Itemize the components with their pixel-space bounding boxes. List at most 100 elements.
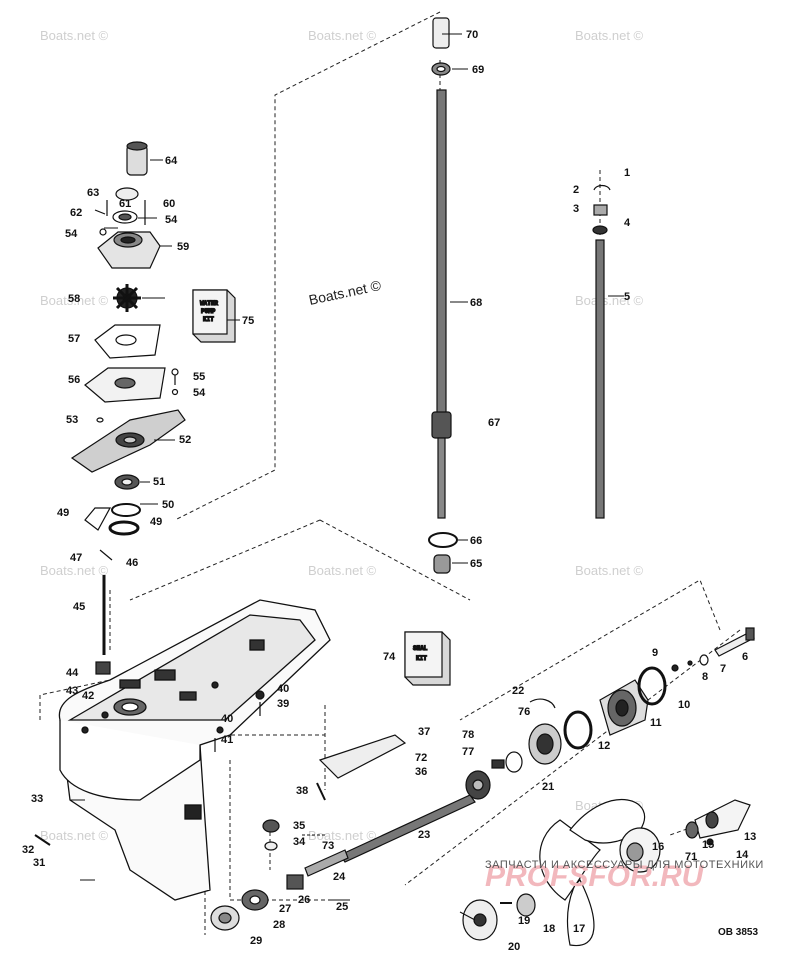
- callout-label-73: 73: [322, 840, 334, 852]
- callout-label-43: 43: [66, 685, 78, 697]
- footer: PROFSFOR.RU ЗАПЧАСТИ И АКСЕССУАРЫ ДЛЯ МО…: [485, 859, 764, 938]
- callout-label-64: 64: [165, 155, 178, 167]
- center-watermark: Boats.net ©: [307, 277, 383, 308]
- callout-label-14: 14: [736, 849, 749, 861]
- callout-label-23: 23: [418, 829, 430, 841]
- callout-label-32: 32: [22, 844, 34, 856]
- gearcase-housing: [58, 599, 331, 901]
- kit-label: PUMP: [201, 308, 216, 315]
- seal-kit-box: SEAL KIT: [404, 631, 451, 686]
- callout-label-1: 1: [624, 167, 630, 179]
- callout-label-16: 16: [652, 841, 664, 853]
- callout-leaders: [70, 33, 624, 921]
- callout-label-19: 19: [518, 915, 530, 927]
- trim-tab-part: [318, 734, 407, 779]
- callout-label-26: 26: [298, 894, 310, 906]
- callout-label-41: 41: [221, 734, 233, 746]
- watermark-text: Boats.net ©: [40, 828, 109, 843]
- callout-label-6: 6: [742, 651, 748, 663]
- footer-tagline: ЗАПЧАСТИ И АКСЕССУАРЫ ДЛЯ МОТОТЕХНИКИ: [485, 859, 764, 871]
- callout-label-70: 70: [466, 29, 478, 41]
- callout-label-60: 60: [163, 198, 175, 210]
- callout-label-47: 47: [70, 552, 82, 564]
- callout-label-55: 55: [193, 371, 205, 383]
- grommet-part: [115, 187, 139, 201]
- watermark-text: Boats.net ©: [575, 293, 644, 308]
- callout-label-15: 15: [702, 839, 714, 851]
- callout-label-68: 68: [470, 297, 482, 309]
- callout-label-46: 46: [126, 557, 138, 569]
- callout-label-51: 51: [153, 476, 165, 488]
- callout-label-42: 42: [82, 690, 94, 702]
- footer-brand: PROFSFOR.RU: [485, 860, 705, 893]
- callout-label-61: 61: [119, 198, 131, 210]
- callout-label-37: 37: [418, 726, 430, 738]
- callout-label-45: 45: [73, 601, 85, 613]
- watermark-text: Boats.net ©: [308, 828, 377, 843]
- callout-label-10: 10: [678, 699, 690, 711]
- callout-label-67: 67: [488, 417, 500, 429]
- kit-label: KIT: [203, 316, 214, 323]
- callout-label-63: 63: [87, 187, 99, 199]
- callout-label-4: 4: [624, 217, 631, 229]
- callout-label-59: 59: [177, 241, 189, 253]
- callout-label-54: 54: [65, 228, 78, 240]
- callout-label-54: 54: [193, 387, 206, 399]
- callout-label-24: 24: [333, 871, 346, 883]
- propeller-nut-cone-part: [694, 799, 751, 839]
- water-pump-assembly: WATER PUMP KIT: [70, 141, 236, 675]
- callout-labels: 1234567891011121314151617181920212223242…: [22, 29, 756, 953]
- watermark-text: Boats.net ©: [575, 28, 644, 43]
- callout-label-31: 31: [33, 857, 45, 869]
- callout-label-78: 78: [462, 729, 474, 741]
- callout-label-21: 21: [542, 781, 554, 793]
- impeller-part: [113, 284, 141, 312]
- kit-label: SEAL: [413, 645, 428, 652]
- callout-label-50: 50: [162, 499, 174, 511]
- diagram-code: OB 3853: [718, 927, 758, 938]
- callout-label-40: 40: [277, 683, 289, 695]
- callout-label-74: 74: [383, 651, 396, 663]
- callout-label-9: 9: [652, 647, 658, 659]
- callout-label-39: 39: [277, 698, 289, 710]
- watermark-text: Boats.net ©: [40, 28, 109, 43]
- kit-label: KIT: [416, 655, 427, 662]
- callout-label-13: 13: [744, 831, 756, 843]
- callout-label-52: 52: [179, 434, 191, 446]
- callout-label-49: 49: [57, 507, 69, 519]
- drive-shaft-assembly: [428, 17, 611, 574]
- callout-label-56: 56: [68, 374, 80, 386]
- watermark-text: Boats.net ©: [308, 28, 377, 43]
- callout-label-3: 3: [573, 203, 579, 215]
- callout-label-66: 66: [470, 535, 482, 547]
- callout-label-71: 71: [685, 851, 697, 863]
- callout-label-38: 38: [296, 785, 308, 797]
- callout-label-29: 29: [250, 935, 262, 947]
- callout-label-27: 27: [279, 903, 291, 915]
- bearing-part: [433, 554, 451, 574]
- kit-label: WATER: [200, 300, 218, 307]
- callout-label-33: 33: [31, 793, 43, 805]
- callout-label-62: 62: [70, 207, 82, 219]
- callout-label-18: 18: [543, 923, 555, 935]
- watermark-text: Boats.net ©: [40, 293, 109, 308]
- callout-label-76: 76: [518, 706, 530, 718]
- callout-label-77: 77: [462, 746, 474, 758]
- watermark-text: Boats.net ©: [575, 563, 644, 578]
- callout-label-58: 58: [68, 293, 80, 305]
- callout-label-36: 36: [415, 766, 427, 778]
- o-ring-part: [108, 520, 140, 536]
- callout-label-28: 28: [273, 919, 285, 931]
- callout-label-20: 20: [508, 941, 520, 953]
- callout-label-44: 44: [66, 667, 79, 679]
- callout-label-7: 7: [720, 663, 726, 675]
- water-pump-kit-box: WATER PUMP KIT: [192, 289, 236, 343]
- callout-label-54: 54: [165, 214, 178, 226]
- callout-label-40: 40: [221, 713, 233, 725]
- watermark-text: Boats.net ©: [40, 563, 109, 578]
- callout-label-34: 34: [293, 836, 306, 848]
- o-ring-part: [428, 532, 458, 548]
- callout-label-12: 12: [598, 740, 610, 752]
